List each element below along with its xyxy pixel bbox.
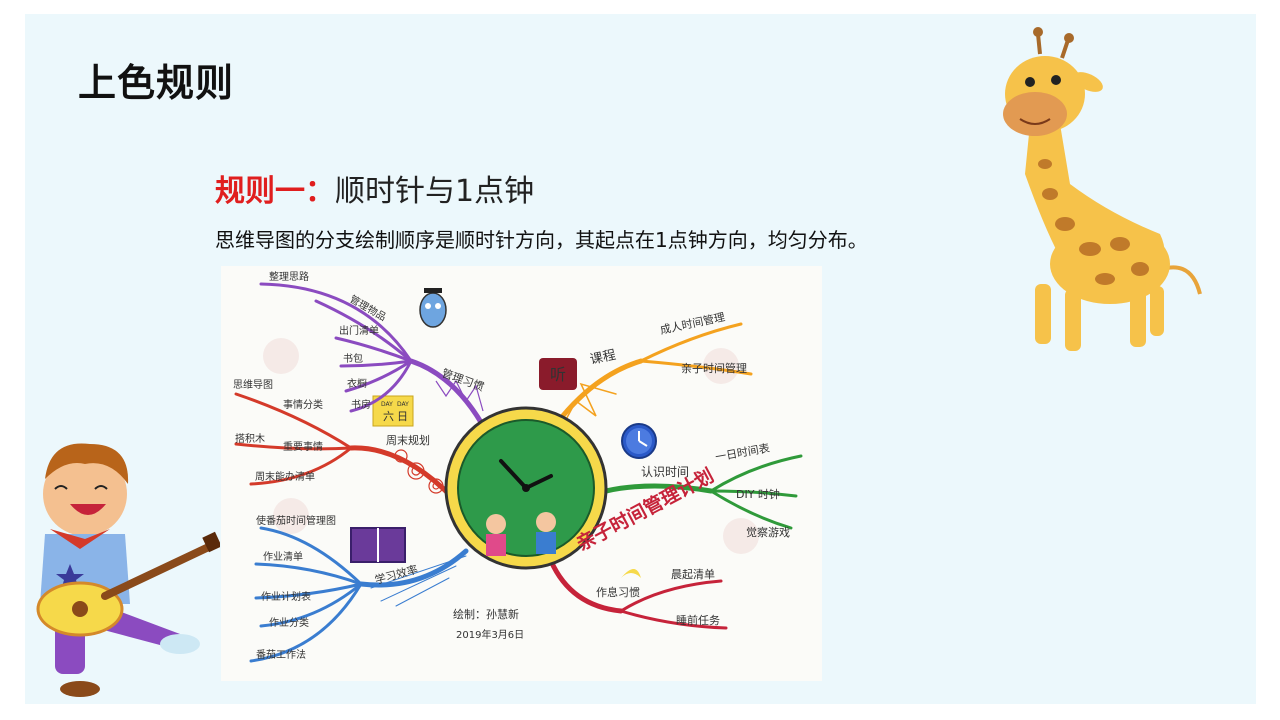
branch-purple-item-6: 书房 <box>351 398 371 411</box>
branch-red-bottom-label: 作息习惯 <box>596 585 640 599</box>
page-title: 上色规则 <box>78 61 235 105</box>
calendar-sun: 日 <box>397 410 408 423</box>
branch-purple-item-5: 衣橱 <box>347 377 367 390</box>
branch-purple-item-1: 整理思路 <box>269 270 309 283</box>
branch-blue-item-5: 番茄工作法 <box>256 648 306 661</box>
rule-heading: 规则一：顺时针与1点钟 <box>215 166 534 210</box>
purple-zigzag-pattern <box>435 379 484 412</box>
branch-green-item-1: 一日时间表 <box>714 441 771 464</box>
red-swirl-pattern <box>394 449 444 494</box>
rule-text: 顺时针与1点钟 <box>335 174 535 209</box>
branch-blue-item-1: 使番茄时间管理图 <box>256 514 336 527</box>
branch-red-left-item-1: 思维导图 <box>233 378 273 391</box>
branch-green-item-3: 觉察游戏 <box>746 525 790 539</box>
branch-orange-label: 课程 <box>589 348 618 368</box>
calendar-sat: 六 <box>383 410 394 423</box>
center-clock <box>444 406 608 570</box>
rule-lead: 规则一： <box>215 174 335 209</box>
branch-green-item-2: DIY 时钟 <box>736 487 780 501</box>
rule-description: 思维导图的分支绘制顺序是顺时针方向，其起点在1点钟方向，均匀分布。 <box>215 228 868 252</box>
branch-orange-item-1: 成人时间管理 <box>659 310 726 337</box>
calendar-day-2: DAY <box>397 401 409 408</box>
moon-icon <box>621 569 641 578</box>
calendar-icon <box>372 395 414 427</box>
calendar-day-1: DAY <box>381 401 393 408</box>
branch-blue-item-2: 作业清单 <box>263 550 303 563</box>
branch-purple-item-4: 书包 <box>343 352 363 365</box>
branch-red-left-label: 周末规划 <box>386 433 430 447</box>
branch-red-bottom-item-2: 睡前任务 <box>676 613 720 627</box>
branch-green-label: 认识时间 <box>641 465 689 479</box>
branch-red-bottom-item-1: 晨起清单 <box>671 568 715 581</box>
mindmap-image: 听 课程 成人时间管理 亲子时间管理 认识时间 一日时间表 DIY 时钟 觉察游… <box>221 266 822 681</box>
branch-purple-item-3: 出门清单 <box>339 324 379 337</box>
branch-blue-item-3: 作业计划表 <box>261 590 311 603</box>
owl-mascot-icon <box>419 292 447 328</box>
mindmap-signature: 绘制：孙慧新 <box>453 607 519 621</box>
boy-with-guitar-illustration <box>36 443 220 697</box>
mindmap-date: 2019年3月6日 <box>456 628 524 641</box>
listen-icon <box>539 358 577 390</box>
branch-red-left-item-3: 搭积木 <box>235 432 265 445</box>
branch-red-left <box>234 392 454 499</box>
branch-red-bottom <box>548 558 728 630</box>
branch-green <box>603 454 803 530</box>
slide-background: 上色规则 规则一：顺时针与1点钟 思维导图的分支绘制顺序是顺时针方向，其起点在1… <box>25 14 1256 704</box>
branch-blue <box>249 526 469 663</box>
giraffe-illustration <box>1003 27 1202 351</box>
branch-red-left-item-2: 事情分类 <box>283 398 323 411</box>
branch-purple-label: 管理习惯 <box>440 366 486 394</box>
branch-blue-item-4: 作业分类 <box>269 616 309 629</box>
listen-icon-text: 听 <box>550 365 566 384</box>
branch-red-left-item-4: 重要事情 <box>283 440 323 453</box>
branch-orange-item-2: 亲子时间管理 <box>681 361 747 375</box>
branch-purple <box>259 282 489 434</box>
branch-red-left-item-5: 周末能办清单 <box>255 470 315 483</box>
